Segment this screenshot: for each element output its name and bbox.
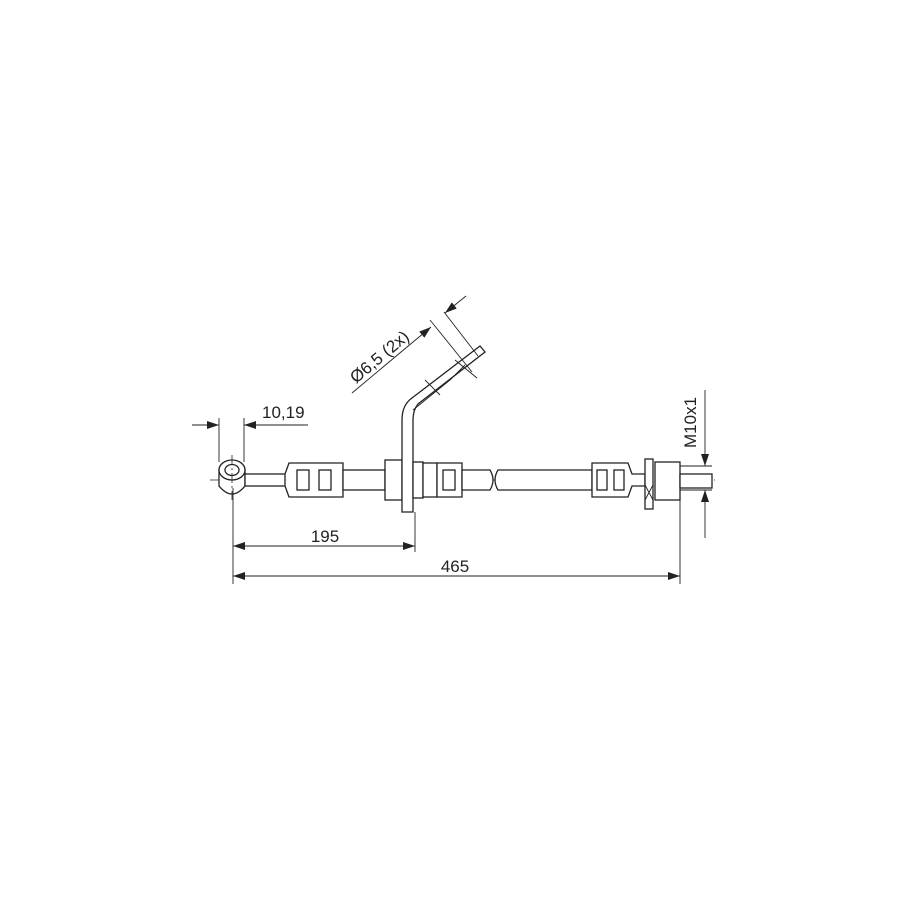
dimension-hole-diameter-label: Ø6,5 (2x)	[346, 327, 412, 387]
dimension-eye-width	[192, 418, 308, 462]
banjo-eye	[218, 455, 246, 500]
dimension-overall-length-label: 465	[441, 557, 469, 576]
crimp-ferrule-left	[284, 462, 344, 498]
hose-right-part	[494, 469, 593, 491]
hex-nut	[384, 459, 403, 501]
dimension-eye-width-label: 10,19	[262, 403, 305, 422]
steel-tube-left	[244, 473, 288, 487]
hose-left-part	[461, 469, 494, 491]
mounting-bracket	[401, 345, 486, 513]
flange	[644, 458, 654, 510]
thread-end	[679, 473, 713, 489]
dimension-thread-label: M10x1	[681, 397, 700, 448]
crimp-ferrule-middle	[436, 462, 463, 498]
dimension-thread	[680, 390, 712, 538]
hex-fitting	[422, 462, 438, 498]
bracket-washer	[412, 461, 424, 499]
hose-segment	[342, 469, 386, 491]
dimension-bracket-distance-label: 195	[311, 527, 339, 546]
dimension-hole-diameter	[351, 295, 479, 394]
male-thread-nut	[644, 461, 681, 501]
crimp-ferrule-right	[591, 462, 646, 498]
